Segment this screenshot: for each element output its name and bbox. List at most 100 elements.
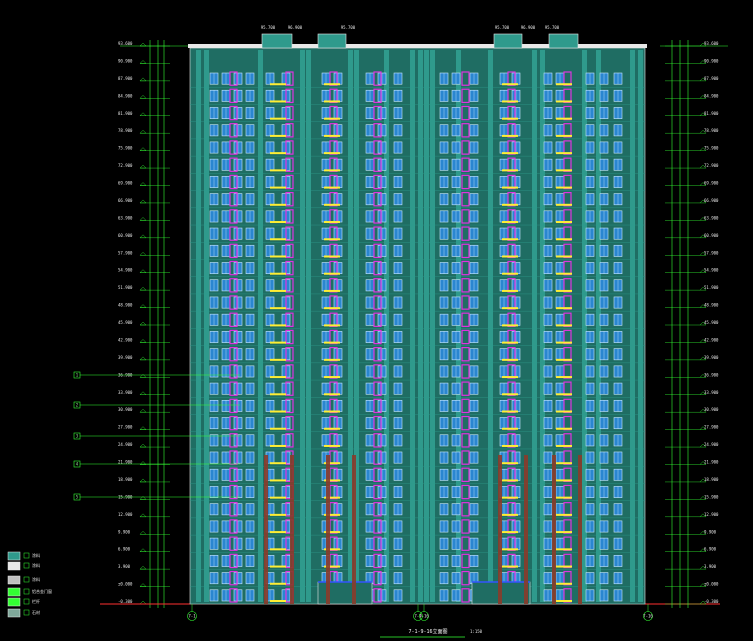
- legend-label: 石材: [32, 609, 40, 615]
- elev-arrow-left: [139, 391, 147, 395]
- balcony-railing: [502, 221, 518, 224]
- wall-pilaster-5: [348, 50, 353, 602]
- balcony-door: [285, 381, 294, 396]
- elev-arrow-right: [699, 408, 707, 413]
- floor-10: [190, 433, 645, 450]
- balcony-railing: [556, 134, 572, 137]
- balcony-door: [373, 123, 382, 138]
- elevation-label-right: 60.900: [704, 233, 719, 238]
- drawing-title: 7-1-9-16立面图: [408, 628, 447, 635]
- callout-number: 4: [76, 462, 79, 467]
- balcony-door: [507, 536, 516, 551]
- balcony-railing: [556, 600, 572, 602]
- balcony-door: [285, 226, 294, 241]
- wall-pilaster-8: [410, 50, 415, 602]
- stair-tower-2: [493, 33, 523, 49]
- elev-arrow-left: [139, 461, 147, 465]
- balcony-door: [229, 260, 238, 276]
- elevation-label-left: 57.900: [118, 250, 133, 255]
- balcony-door: [229, 157, 238, 172]
- balcony-door: [229, 415, 238, 431]
- floor-6: [190, 502, 645, 519]
- stone-column-2: [326, 455, 330, 604]
- balcony-door: [229, 347, 238, 362]
- elev-arrow-right: [699, 199, 707, 204]
- balcony-door: [461, 467, 470, 483]
- balcony-railing: [502, 410, 518, 413]
- floor-24: [190, 191, 645, 209]
- balcony-railing: [324, 358, 340, 361]
- balcony-door: [229, 433, 238, 448]
- balcony-railing: [324, 272, 340, 275]
- balcony-door: [373, 191, 382, 207]
- balcony-door: [461, 519, 470, 534]
- balcony-door: [285, 105, 294, 121]
- balcony-railing: [324, 83, 340, 86]
- stair-tower-0: [261, 33, 293, 49]
- elev-arrow-left: [139, 42, 147, 47]
- balcony-door: [461, 243, 470, 259]
- wall-pilaster-9: [418, 50, 423, 602]
- floor-23: [190, 209, 645, 226]
- balcony-door: [229, 519, 238, 534]
- balcony-railing: [270, 410, 286, 413]
- floor-7: [190, 484, 645, 501]
- balcony-railing: [556, 238, 572, 241]
- balcony-door: [285, 140, 294, 155]
- axis-bubble: [187, 611, 197, 621]
- balcony-door: [229, 502, 238, 517]
- callout-box: [73, 401, 81, 409]
- balcony-door: [373, 398, 382, 414]
- elevation-label-left: 9.900: [118, 529, 131, 534]
- elev-arrow-right: [699, 77, 707, 82]
- elev-arrow-right: [699, 530, 707, 535]
- callout-number: 1: [76, 373, 79, 378]
- callout-number: 5: [76, 495, 79, 500]
- balcony-door: [461, 381, 470, 396]
- legend-swatch: [7, 608, 21, 618]
- balcony-railing: [324, 410, 340, 413]
- balcony-railing: [324, 134, 340, 137]
- stone-column-5: [524, 455, 528, 604]
- stair-tower-1: [317, 33, 347, 49]
- legend-index-box: [23, 588, 30, 595]
- balcony-door: [373, 71, 382, 86]
- balcony-door: [229, 295, 238, 310]
- balcony-door: [563, 570, 572, 586]
- stone-column-4: [498, 455, 502, 604]
- elevation-label-right: 90.900: [704, 58, 719, 63]
- balcony-door: [229, 243, 238, 259]
- balcony-door: [285, 174, 294, 190]
- wall-pilaster-14: [532, 50, 537, 602]
- balcony-door: [285, 71, 294, 86]
- elevation-label-right: 48.900: [704, 303, 719, 308]
- balcony-railing: [270, 169, 286, 172]
- balcony-door: [229, 398, 238, 414]
- balcony-railing: [324, 238, 340, 241]
- elev-arrow-right: [699, 269, 707, 273]
- right-dimension-chain: 93.60090.90087.90084.90081.90078.90075.9…: [660, 40, 728, 608]
- floor-13: [190, 381, 645, 398]
- balcony-door: [285, 278, 294, 293]
- stone-column-0: [264, 455, 268, 604]
- elevation-label-left: 3.900: [118, 564, 131, 569]
- elevation-label-left: 48.900: [118, 303, 133, 308]
- elevation-label-right: 45.900: [704, 320, 719, 325]
- balcony-railing: [502, 565, 518, 568]
- legend-swatch: [7, 561, 21, 571]
- elev-arrow-right: [699, 95, 707, 99]
- balcony-railing: [556, 582, 572, 585]
- balcony-door: [285, 209, 294, 224]
- balcony-door: [285, 433, 294, 448]
- wall-pilaster-6: [354, 50, 359, 602]
- balcony-door: [461, 588, 470, 603]
- elev-arrow-right: [699, 548, 707, 552]
- elevation-label-left: 54.900: [118, 268, 133, 273]
- balcony-door: [285, 347, 294, 362]
- balcony-door: [285, 295, 294, 310]
- balcony-railing: [556, 496, 572, 499]
- elev-arrow-left: [139, 269, 147, 273]
- elev-arrow-left: [139, 426, 147, 430]
- balcony-railing: [502, 169, 518, 172]
